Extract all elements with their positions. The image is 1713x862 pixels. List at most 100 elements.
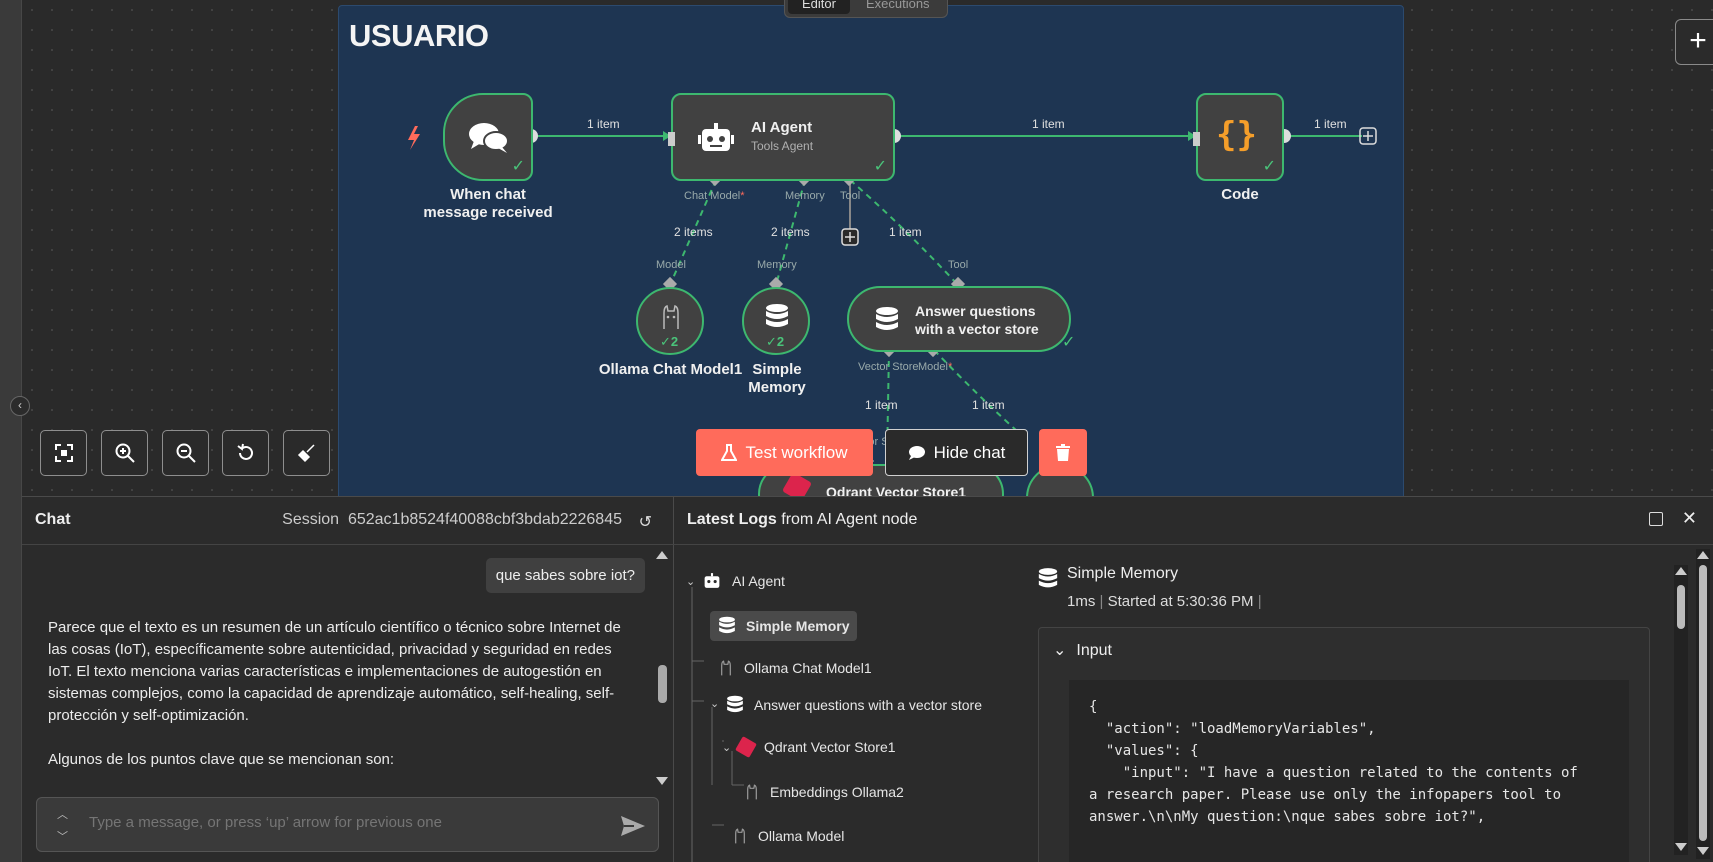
qdrant-title: Qdrant Vector Store1	[826, 484, 967, 496]
input-json: { "action": "loadMemoryVariables", "valu…	[1069, 680, 1629, 862]
scroll-thumb[interactable]	[1699, 565, 1707, 841]
port-label-vector-store: Vector Store	[858, 361, 919, 373]
broom-icon	[297, 444, 315, 463]
tab-executions[interactable]: Executions	[865, 0, 930, 11]
node-vector-store-tool[interactable]: Answer questions with a vector store	[847, 286, 1071, 352]
scroll-up-icon[interactable]	[1675, 567, 1687, 575]
edge-count: 1 item	[889, 225, 922, 239]
bot-paragraph: Parece que el texto es un resumen de un …	[48, 619, 621, 724]
log-item-label: Answer questions with a vector store	[754, 697, 982, 713]
scroll-down-icon[interactable]	[1675, 843, 1687, 851]
port-label-memory-in: Memory	[757, 259, 797, 271]
port-label-model: Model	[656, 259, 686, 271]
robot-icon	[698, 123, 734, 151]
scroll-thumb[interactable]	[658, 665, 667, 703]
success-check-icon: ✓	[511, 158, 525, 175]
node-ai-agent[interactable]: AI Agent Tools Agent ✓	[671, 93, 895, 181]
zoom-out-icon	[176, 443, 196, 463]
reset-session-icon[interactable]: ↺	[638, 514, 652, 531]
log-item-label: Ollama Chat Model1	[744, 660, 872, 676]
collapse-sidebar-icon[interactable]: ‹	[10, 396, 30, 416]
hide-chat-button[interactable]: Hide chat	[885, 429, 1028, 476]
clear-execution-button[interactable]	[1039, 429, 1087, 476]
log-item-vector-tool[interactable]: Answer questions with a vector store	[726, 695, 982, 715]
edge-tool	[849, 179, 959, 286]
panel-scrollbar[interactable]	[1696, 549, 1710, 859]
log-item-simple-memory[interactable]: Simple Memory	[710, 611, 858, 641]
log-item-ai-agent[interactable]: AI Agent	[702, 572, 785, 590]
history-down-icon[interactable]: ﹀	[57, 831, 68, 843]
robot-icon	[704, 573, 720, 588]
chat-input-box[interactable]: ︿ ﹀	[36, 797, 659, 852]
session-info: Session 652ac1b8524f40088cbf3bdab2226845	[282, 511, 622, 528]
session-id: 652ac1b8524f40088cbf3bdab2226845	[347, 511, 622, 528]
collapse-chevron-icon[interactable]: ⌄	[710, 698, 720, 710]
chat-scrollbar[interactable]	[655, 545, 671, 791]
input-section-toggle[interactable]: ⌄Input	[1053, 642, 1112, 659]
fit-view-button[interactable]	[40, 430, 87, 476]
zoom-in-button[interactable]	[101, 430, 148, 476]
edge-count: 1 item	[587, 117, 620, 131]
scroll-up-icon[interactable]	[1697, 551, 1709, 559]
scroll-down-icon[interactable]	[1697, 847, 1709, 855]
log-item-ollama-model[interactable]: Ollama Model	[732, 827, 844, 845]
edge-count: 1 item	[972, 398, 1005, 412]
logs-title: Latest Logs from AI Agent node	[687, 511, 918, 528]
detail-meta: 1ms | Started at 5:30:36 PM |	[1067, 593, 1262, 610]
log-item-qdrant[interactable]: Qdrant Vector Store1	[735, 736, 896, 758]
node-chat-trigger[interactable]: ✓	[443, 93, 533, 181]
undo-icon	[236, 443, 253, 460]
sticky-note[interactable]: USUARIO	[338, 5, 1404, 496]
tab-editor[interactable]: Editor	[788, 0, 850, 14]
port-label-tool-in: Tool	[948, 259, 969, 271]
plus-handle	[1359, 127, 1377, 145]
node-code[interactable]: {} ✓	[1196, 93, 1284, 181]
open-in-new-icon[interactable]	[1649, 512, 1663, 526]
close-icon[interactable]: ✕	[1681, 508, 1697, 528]
bot-paragraph: Algunos de los puntos clave que se menci…	[48, 751, 395, 768]
llama-icon	[735, 828, 745, 844]
node-ollama-chat-model[interactable]: ✓2	[636, 287, 704, 355]
workflow-canvas[interactable]: USUARIO Editor Executions +	[22, 0, 1713, 496]
scroll-thumb[interactable]	[1677, 585, 1685, 629]
node-simple-memory[interactable]: ✓2	[742, 287, 810, 355]
chat-message-input[interactable]	[89, 814, 589, 831]
chat-bubble-icon	[908, 445, 925, 460]
history-up-icon[interactable]: ︿	[57, 809, 68, 821]
trigger-bolt-icon	[408, 126, 420, 150]
detail-scrollbar[interactable]	[1674, 565, 1688, 855]
edge-count: 1 item	[865, 398, 898, 412]
database-icon	[876, 307, 898, 330]
chevron-down-icon: ⌄	[1053, 642, 1067, 659]
scroll-down-icon[interactable]	[656, 777, 668, 785]
log-item-ollama-chat-model[interactable]: Ollama Chat Model1	[718, 659, 872, 677]
hide-chat-label: Hide chat	[933, 442, 1006, 462]
edge-arrowhead	[663, 131, 671, 141]
port-label-tool: Tool	[840, 190, 861, 202]
zoom-out-button[interactable]	[162, 430, 209, 476]
tidy-up-button[interactable]	[283, 430, 330, 476]
test-workflow-button[interactable]: Test workflow	[696, 429, 873, 476]
add-node-button[interactable]: +	[1675, 19, 1713, 65]
zoom-in-icon	[115, 443, 135, 463]
edge-arrowhead	[1188, 131, 1196, 141]
log-item-label: AI Agent	[732, 573, 785, 589]
collapse-chevron-icon[interactable]: ⌄	[722, 742, 732, 754]
edge-count: 1 item	[1314, 117, 1347, 131]
agent-title: AI Agent	[751, 119, 813, 136]
database-icon	[1038, 568, 1058, 588]
port-label-chat-model: Chat Model*	[684, 190, 745, 202]
collapse-chevron-icon[interactable]: ⌄	[686, 576, 696, 588]
input-section: ⌄Input { "action": "loadMemoryVariables"…	[1038, 627, 1650, 862]
reset-zoom-button[interactable]	[222, 430, 269, 476]
success-check-icon: ✓	[873, 158, 887, 175]
edge-chat-model	[669, 179, 717, 286]
vector-tool-title: Answer questions with a vector store	[915, 303, 1039, 337]
node-label-ollama-chat: Ollama Chat Model1	[598, 361, 743, 378]
input-handle	[1193, 132, 1200, 146]
log-item-embeddings[interactable]: Embeddings Ollama2	[744, 783, 904, 801]
logs-panel: Latest Logs from AI Agent node ✕ ⌄ AI Ag…	[674, 496, 1713, 862]
scroll-up-icon[interactable]	[656, 551, 668, 559]
send-icon[interactable]	[620, 815, 646, 837]
chat-title: Chat	[35, 511, 71, 528]
